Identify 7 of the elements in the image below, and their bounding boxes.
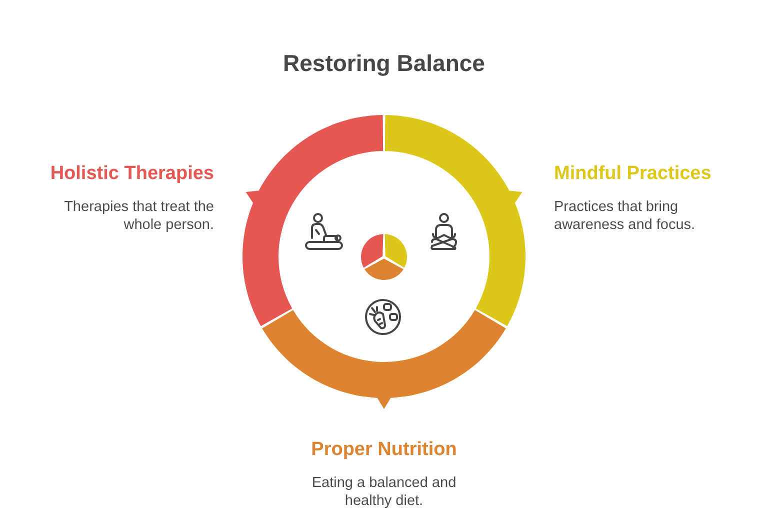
description: Eating a balanced and healthy diet.: [311, 474, 457, 510]
title: Restoring Balance: [283, 49, 485, 78]
description: Practices that bring awareness and focus.: [554, 198, 696, 234]
description: Therapies that treat the whole person.: [63, 198, 214, 234]
heading: Mindful Practices: [554, 162, 712, 186]
heading: Holistic Therapies: [50, 162, 214, 186]
heading: Proper Nutrition: [311, 438, 457, 462]
